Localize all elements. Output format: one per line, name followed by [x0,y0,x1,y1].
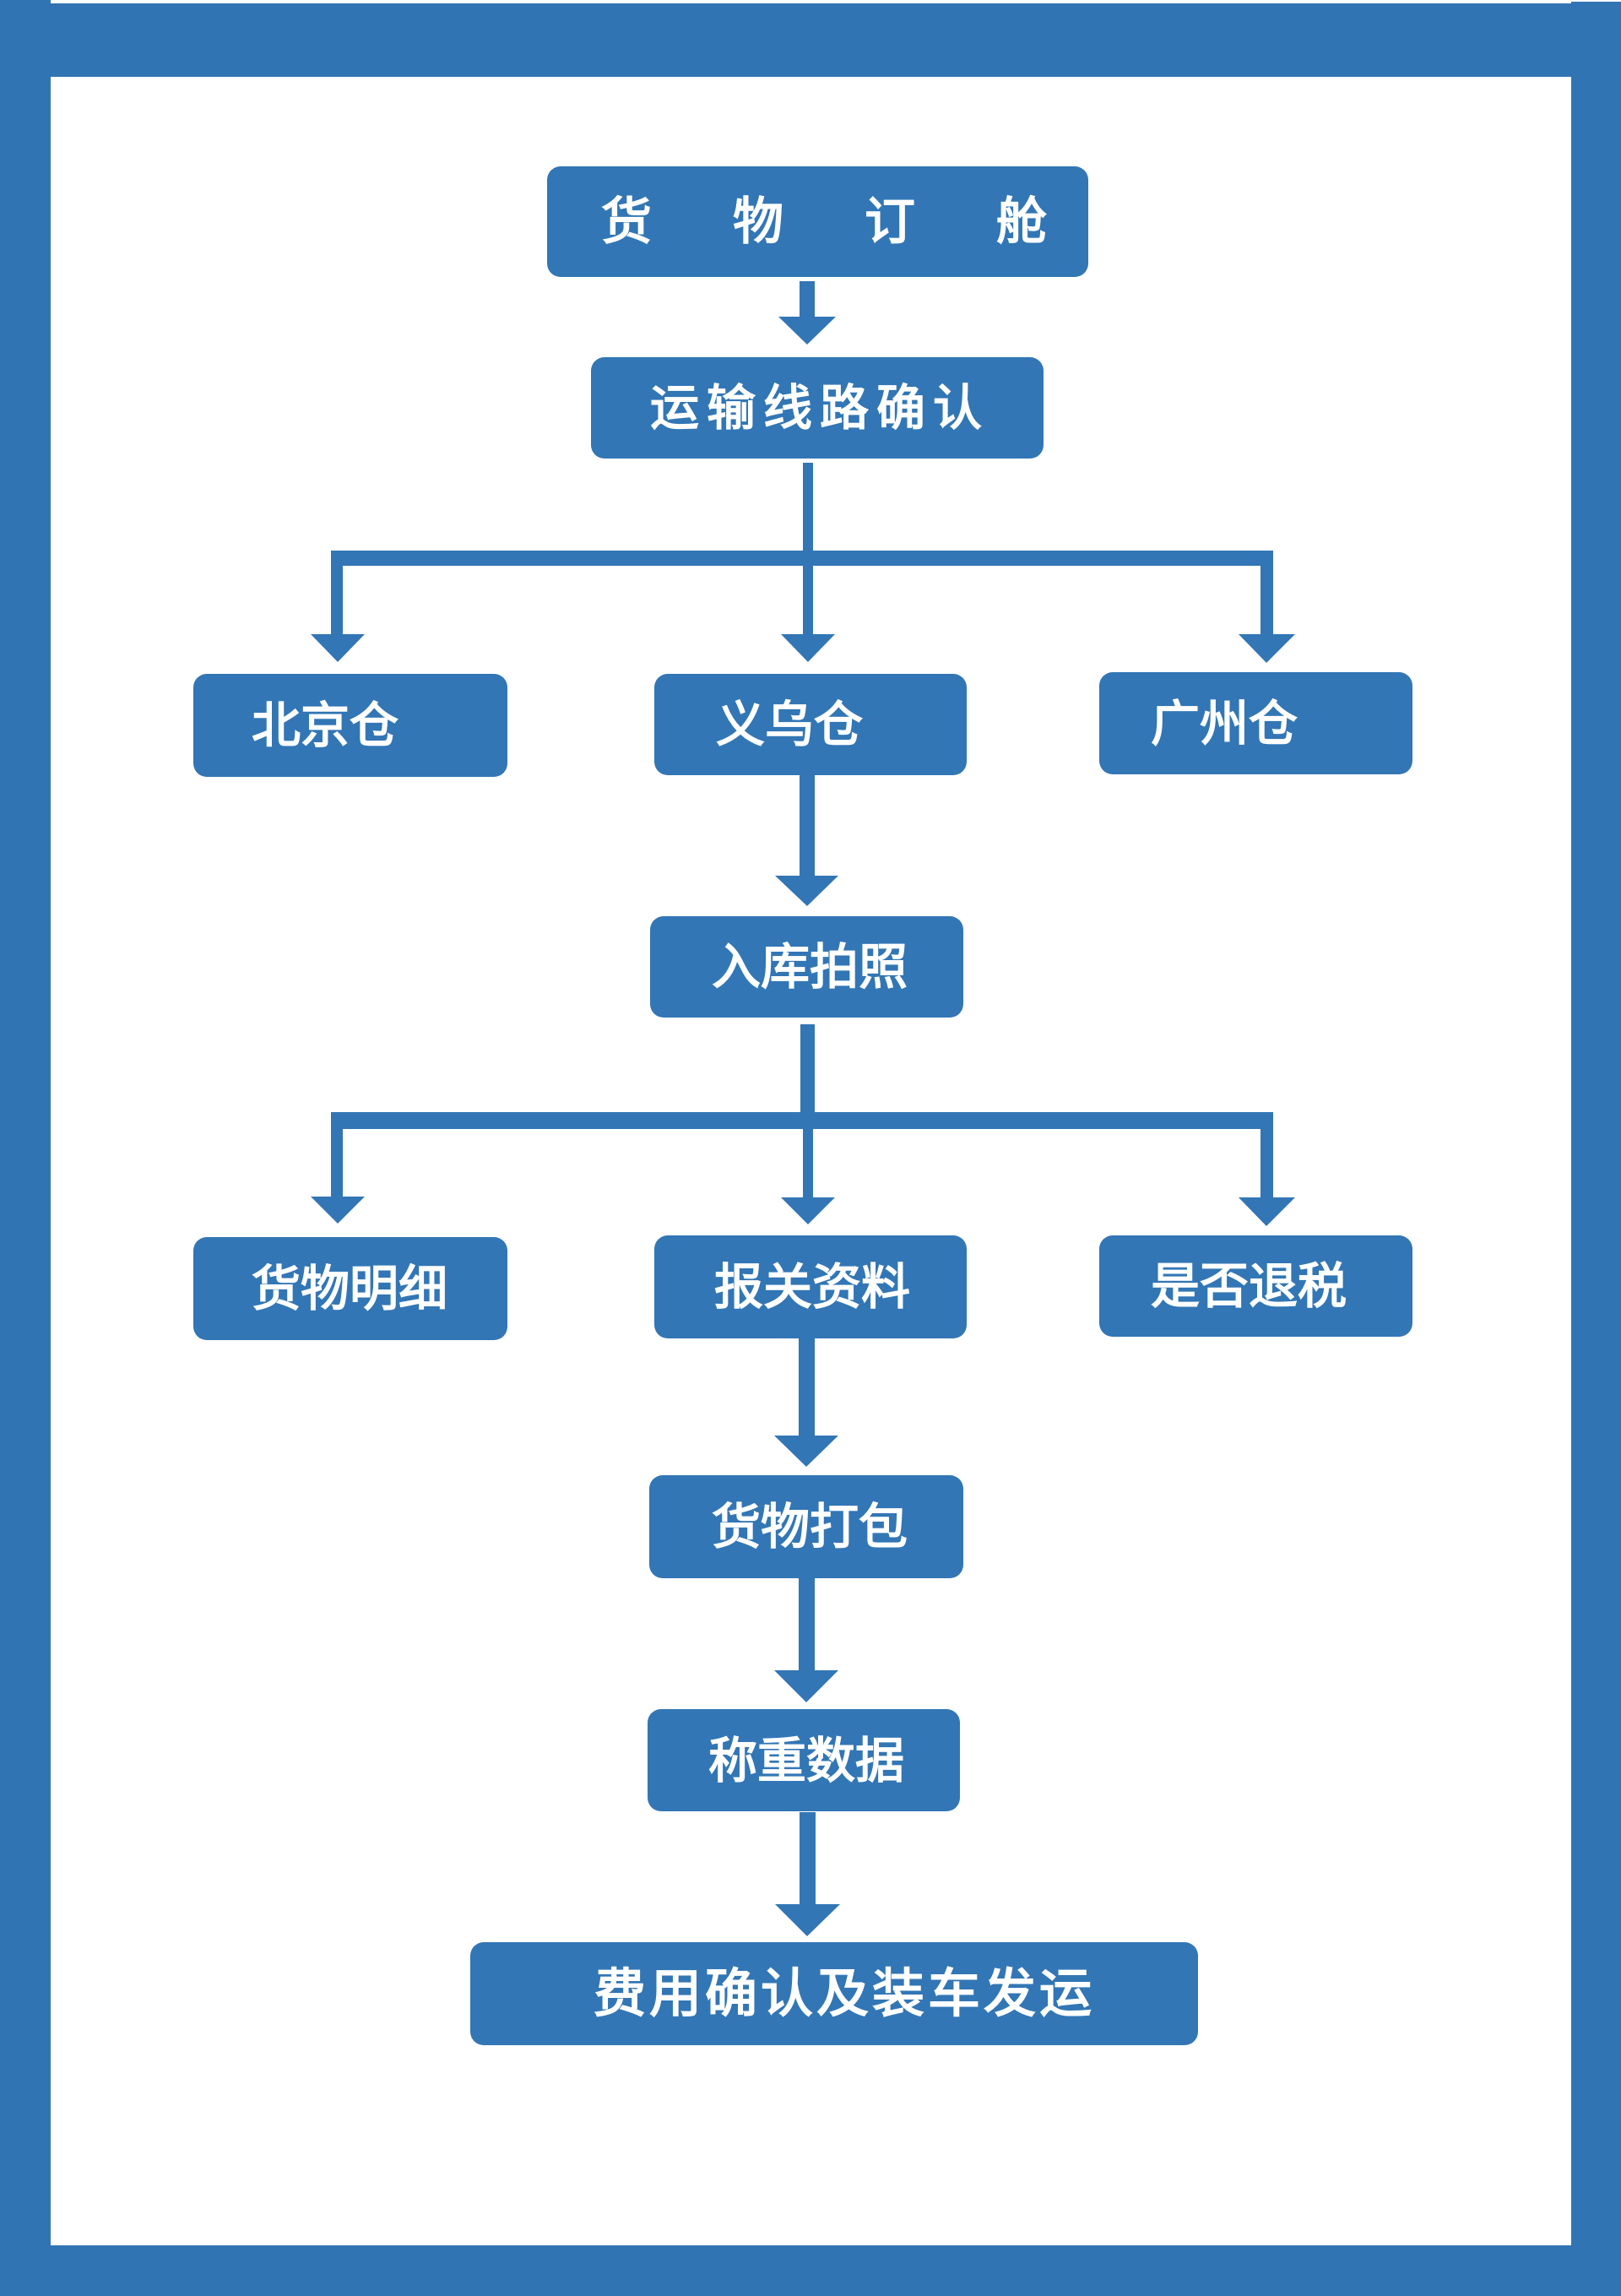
connector-drop-beijing [331,566,343,635]
node-label: 运输线路确认 [650,379,990,437]
connector-drop-yiwu [803,566,813,635]
node-yiwu-warehouse: 义乌仓 [654,674,967,775]
node-label: 入库拍照 [712,938,908,996]
node-beijing-warehouse: 北京仓 [193,674,507,777]
connector-shaft-packing-to-weighing [799,1578,815,1671]
node-inbound-photos: 入库拍照 [650,916,963,1018]
arrowhead-to-yiwu [781,634,835,662]
arrowhead-booking-to-route [778,317,836,345]
arrowhead-customs-to-packing [774,1436,838,1467]
node-cargo-packing: 货物打包 [649,1475,963,1578]
arrowhead-to-beijing [311,634,365,662]
connector-branch-bar-documents [331,1112,1273,1129]
node-label: 称重数据 [708,1731,905,1789]
connector-shaft-customs-to-packing [799,1338,815,1436]
frame-border-bottom [0,2245,1621,2296]
arrowhead-packing-to-weighing [774,1670,838,1702]
connector-trunk-route [803,463,813,551]
node-label: 费用确认及装车发运 [594,1962,1096,2024]
arrowhead-to-tax-refund [1239,1197,1295,1226]
node-tax-refund-check: 是否退税 [1099,1235,1412,1337]
connector-trunk-photos [800,1024,815,1112]
arrowhead-to-guangzhou [1239,634,1295,663]
node-label: 广州仓 [1151,694,1298,752]
connector-shaft-yiwu-to-photos [800,775,815,877]
node-label: 报关资料 [714,1258,911,1316]
arrowhead-to-cargo-details [311,1197,365,1224]
node-route-confirmation: 运输线路确认 [591,357,1044,459]
arrowhead-yiwu-to-photos [775,876,838,906]
node-label: 货物明细 [252,1260,448,1317]
frame-border-right [1571,2,1621,2296]
node-customs-documents: 报关资料 [654,1235,967,1338]
connector-shaft-booking-to-route [800,281,815,320]
node-label: 货物打包 [712,1498,908,1555]
connector-drop-cargo-details [331,1129,343,1198]
connector-drop-tax-refund [1260,1112,1273,1198]
connector-drop-customs [803,1129,813,1198]
node-label: 货物订舱 [601,192,1128,252]
connector-branch-bar-warehouses [331,551,1273,566]
node-cargo-booking: 货物订舱 [547,166,1088,277]
frame-border-top [0,3,1621,77]
frame-border-left [0,0,51,2296]
node-fee-confirmation-dispatch: 费用确认及装车发运 [470,1942,1198,2045]
node-label: 义乌仓 [716,696,864,753]
node-cargo-details: 货物明细 [193,1237,507,1340]
node-weighing-data: 称重数据 [648,1709,960,1811]
node-label: 北京仓 [252,697,399,754]
node-label: 是否退税 [1151,1257,1347,1315]
arrowhead-to-customs [781,1197,835,1224]
node-guangzhou-warehouse: 广州仓 [1099,672,1412,774]
arrowhead-weighing-to-dispatch [775,1904,840,1936]
connector-drop-guangzhou [1260,551,1273,635]
connector-shaft-weighing-to-dispatch [800,1812,816,1905]
